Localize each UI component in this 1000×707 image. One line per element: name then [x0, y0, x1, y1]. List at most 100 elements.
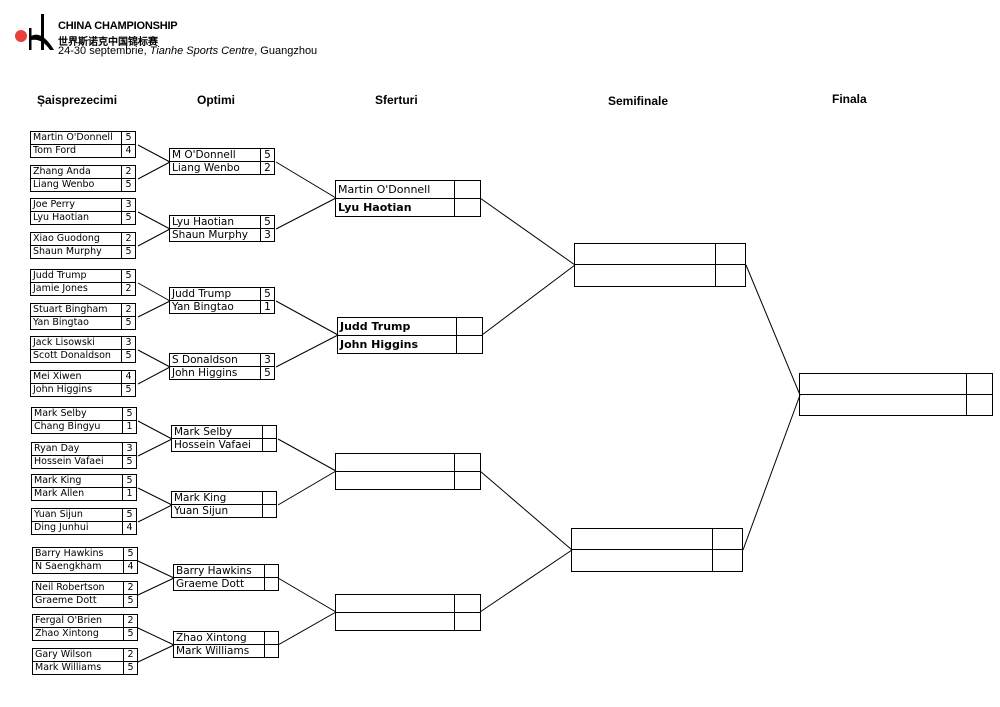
player-row [335, 472, 481, 490]
player-score [455, 199, 481, 217]
player-score [265, 631, 279, 645]
player-name: John Higgins [30, 384, 122, 397]
final-match [799, 373, 993, 416]
player-name: Scott Donaldson [30, 350, 122, 363]
player-score [263, 439, 277, 452]
player-name: Zhao Xintong [32, 628, 124, 641]
player-score [265, 564, 279, 578]
player-name: Joe Perry [30, 198, 122, 212]
player-name: Mark King [171, 491, 263, 505]
player-name: Shaun Murphy [30, 246, 122, 259]
player-name: N Saengkham [32, 561, 124, 574]
player-score: 2 [124, 581, 138, 595]
player-name: Graeme Dott [173, 578, 265, 591]
player-row [799, 395, 993, 416]
player-name: Yan Bingtao [30, 317, 122, 330]
player-score: 5 [122, 384, 136, 397]
championship-chinese-title: 世界斯诺克中国锦标赛 [58, 37, 158, 48]
r3-match-2: Judd Trump John Higgins [337, 317, 483, 354]
player-score [716, 265, 746, 287]
player-row: Graeme Dott [173, 578, 279, 591]
player-score [457, 336, 483, 354]
player-score: 5 [124, 547, 138, 561]
r3-match-3 [335, 453, 481, 490]
player-name: Judd Trump [30, 269, 122, 283]
player-score [457, 317, 483, 336]
player-score: 4 [122, 145, 136, 158]
player-row: John Higgins [337, 336, 483, 354]
player-name: Xiao Guodong [30, 232, 122, 246]
player-score: 5 [122, 317, 136, 330]
player-name: Chang Bingyu [31, 421, 123, 434]
player-name: Mark King [31, 474, 123, 488]
player-row: Barry Hawkins [173, 564, 279, 578]
player-score [263, 505, 277, 518]
player-score: 5 [122, 350, 136, 363]
player-score: 2 [122, 232, 136, 246]
player-name: Zhao Xintong [173, 631, 265, 645]
player-name: Ding Junhui [31, 522, 123, 535]
player-score: 5 [124, 628, 138, 641]
player-score: 5 [261, 367, 275, 380]
player-score: 3 [123, 442, 137, 456]
player-score [967, 395, 993, 416]
player-row [571, 528, 743, 550]
player-name: John Higgins [337, 336, 457, 354]
player-score: 2 [122, 283, 136, 296]
player-score [967, 373, 993, 395]
event-dates: 24-30 septembrie, [58, 45, 150, 57]
player-score: 3 [122, 336, 136, 350]
player-name: Lyu Haotian [30, 212, 122, 225]
player-name: Mark Williams [32, 662, 124, 675]
player-name: Stuart Bingham [30, 303, 122, 317]
player-score: 3 [261, 229, 275, 242]
player-score [455, 180, 481, 199]
player-row: Yuan Sijun [171, 505, 277, 518]
player-score [455, 594, 481, 613]
player-name: Liang Wenbo [169, 162, 261, 175]
player-name: Yuan Sijun [171, 505, 263, 518]
player-name: Martin O'Donnell [30, 131, 122, 145]
player-row [574, 243, 746, 265]
player-name: Tom Ford [30, 145, 122, 158]
player-score: 1 [261, 301, 275, 314]
player-name: Hossein Vafaei [171, 439, 263, 452]
player-score: 5 [124, 595, 138, 608]
player-score: 5 [123, 508, 137, 522]
player-name: Mark Selby [31, 407, 123, 421]
player-name: Shaun Murphy [169, 229, 261, 242]
player-score [265, 578, 279, 591]
player-row: Judd Trump [337, 317, 483, 336]
player-score: 2 [124, 614, 138, 628]
player-row [574, 265, 746, 287]
player-row: Mark Selby [171, 425, 277, 439]
player-row [335, 613, 481, 631]
player-score: 2 [122, 165, 136, 179]
